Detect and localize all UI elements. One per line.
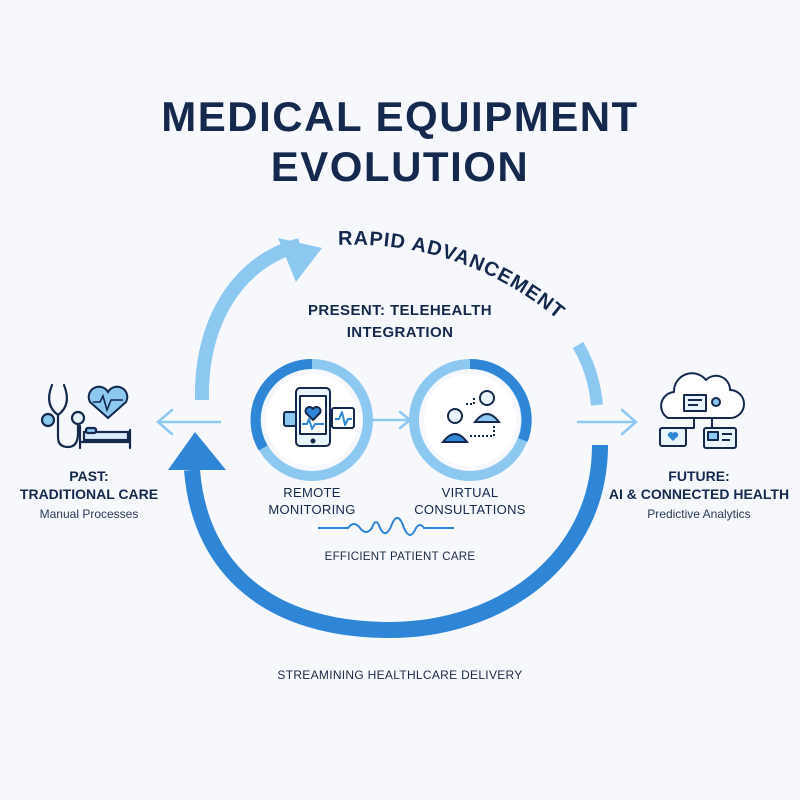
title-line-1: MEDICAL EQUIPMENT — [161, 93, 639, 140]
page-title: MEDICAL EQUIPMENT EVOLUTION — [0, 92, 800, 192]
hospital-bed-icon — [78, 424, 132, 450]
virtual-consultations-label: VIRTUAL CONSULTATIONS — [404, 484, 536, 518]
future-label: FUTURE: AI & CONNECTED HEALTH Predictive… — [606, 467, 792, 521]
cloud-network-icon — [659, 372, 745, 449]
node-link-arrow — [366, 410, 413, 430]
present-title-line-2: INTEGRATION — [346, 324, 454, 341]
virtual-consultations-line-2: CONSULTATIONS — [414, 502, 526, 517]
future-subtitle: Predictive Analytics — [647, 507, 751, 521]
doctor-patient-icon — [440, 390, 502, 443]
cycle-arrow-upper — [194, 238, 302, 401]
remote-monitoring-label: REMOTE MONITORING — [250, 484, 374, 518]
cycle-arrow-right-segment — [572, 341, 603, 406]
virtual-consultations-node — [409, 358, 532, 481]
virtual-consultations-line-1: VIRTUAL — [441, 485, 499, 500]
cycle-arrow-lower — [184, 444, 608, 639]
stethoscope-icon — [40, 383, 86, 449]
past-label: PAST: TRADITIONAL CARE Manual Processes — [6, 467, 172, 521]
future-title-line-1: FUTURE: — [668, 468, 730, 484]
future-arrow — [576, 408, 638, 436]
future-title-line-2: AI & CONNECTED HEALTH — [608, 486, 790, 502]
care-waveform — [318, 517, 454, 536]
tablet-monitor-icon — [283, 387, 355, 447]
heart-icon — [87, 385, 129, 420]
remote-monitoring-line-2: MONITORING — [268, 502, 356, 517]
cycle-arrow-lower-head — [168, 432, 226, 470]
remote-monitoring-line-1: REMOTE — [283, 485, 341, 500]
present-title-line-1: PRESENT: TELEHEALTH — [308, 302, 492, 319]
cycle-arrow-upper-head — [278, 238, 322, 282]
footer-caption: STREAMINING HEALTHLCARE DELIVERY — [277, 668, 523, 682]
past-title-line-1: PAST: — [69, 468, 109, 484]
efficient-care-caption: EFFICIENT PATIENT CARE — [324, 551, 476, 563]
title-line-2: EVOLUTION — [270, 143, 530, 190]
present-title: PRESENT: TELEHEALTH INTEGRATION — [270, 300, 530, 344]
past-title-line-2: TRADITIONAL CARE — [19, 486, 159, 502]
remote-monitoring-node — [250, 358, 373, 481]
past-arrow — [156, 408, 222, 436]
past-subtitle: Manual Processes — [39, 507, 139, 521]
